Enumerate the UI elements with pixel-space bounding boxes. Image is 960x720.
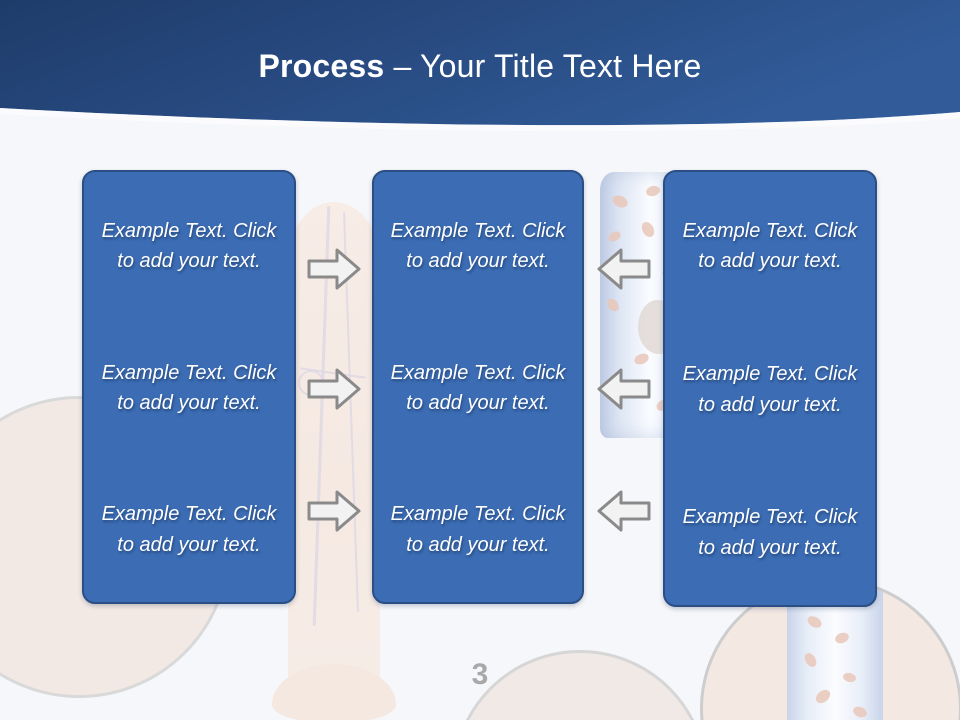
red-blood-cell bbox=[604, 296, 622, 314]
arrow-left-icon bbox=[596, 366, 652, 412]
process-box-middle[interactable]: Example Text. Click to add your text. Ex… bbox=[372, 170, 584, 604]
header-band: Process – Your Title Text Here bbox=[0, 0, 960, 132]
page-number: 3 bbox=[471, 658, 489, 691]
red-blood-cell bbox=[833, 630, 851, 646]
page-title-strong: Process bbox=[258, 48, 385, 84]
page-title-rest: – Your Title Text Here bbox=[384, 48, 702, 84]
red-blood-cell bbox=[606, 229, 623, 244]
process-box-right[interactable]: Example Text. Click to add your text. Ex… bbox=[663, 170, 877, 607]
red-blood-cell bbox=[639, 219, 657, 240]
process-item-text: Example Text. Click to add your text. bbox=[390, 220, 566, 273]
process-item-text: Example Text. Click to add your text. bbox=[682, 363, 858, 416]
process-item-text: Example Text. Click to add your text. bbox=[101, 503, 277, 556]
arrow-left-icon bbox=[596, 246, 652, 292]
process-item-text: Example Text. Click to add your text. bbox=[390, 503, 566, 556]
arrow-right-icon bbox=[306, 246, 362, 292]
process-item-text: Example Text. Click to add your text. bbox=[682, 220, 858, 273]
page-title: Process – Your Title Text Here bbox=[0, 48, 960, 85]
process-item-text: Example Text. Click to add your text. bbox=[101, 361, 277, 414]
process-box-left[interactable]: Example Text. Click to add your text. Ex… bbox=[82, 170, 296, 604]
process-item-text: Example Text. Click to add your text. bbox=[390, 361, 566, 414]
red-blood-cell bbox=[644, 184, 662, 198]
process-item-text: Example Text. Click to add your text. bbox=[101, 220, 277, 273]
arrow-right-icon bbox=[306, 488, 362, 534]
red-blood-cell bbox=[851, 704, 869, 720]
arrow-left-icon bbox=[596, 488, 652, 534]
arrow-right-icon bbox=[306, 366, 362, 412]
header-swoosh-shape bbox=[0, 0, 960, 132]
red-blood-cell bbox=[610, 193, 630, 210]
red-blood-cell bbox=[805, 613, 824, 631]
process-item-text: Example Text. Click to add your text. bbox=[682, 506, 858, 559]
red-blood-cell bbox=[632, 351, 651, 367]
